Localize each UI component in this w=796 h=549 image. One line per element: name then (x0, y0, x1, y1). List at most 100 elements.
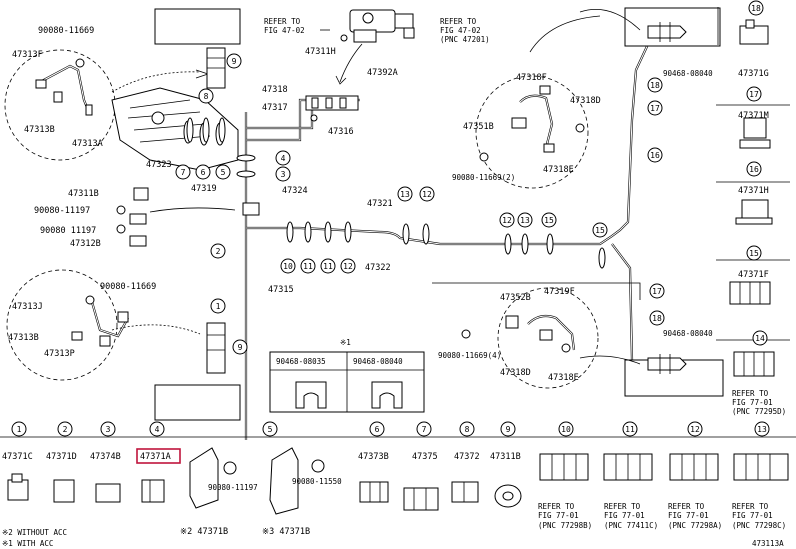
label-ref13-pnc: (PNC 77298C) (732, 521, 786, 530)
callout-2-main (210, 243, 226, 259)
label-ref14-pnc: (PNC 77295D) (732, 407, 786, 416)
label-47318D-a: 47318D (570, 96, 601, 106)
callout-9-row-text: 9 (506, 425, 511, 434)
callout-16-right (647, 147, 663, 163)
callout-9-top-text: 9 (232, 57, 237, 66)
brake-lines (244, 29, 651, 440)
arrow-line-top-right (579, 9, 641, 31)
label-90080-11669-4: 90080-11669(4) (438, 351, 501, 360)
callout-14-col (752, 330, 768, 346)
callout-18-right-b (649, 310, 665, 326)
label-90080-11669-a: 90080-11669 (38, 26, 94, 36)
callout-17-col-text: 17 (749, 90, 759, 99)
callout-13-row-text: 13 (757, 425, 767, 434)
callout-11-row-text: 11 (625, 425, 635, 434)
label-47313B-a: 47313B (24, 125, 55, 135)
label-90468-08040-a: 90468-08040 (663, 69, 713, 78)
callout-16-col-text: 16 (749, 165, 759, 174)
label-47313F: 47313F (12, 50, 43, 60)
label-ref11-refer: REFER TO (604, 502, 641, 511)
callout-5-main (215, 164, 231, 180)
label-refer-to-b: REFER TO (440, 17, 477, 26)
label-47311H: 47311H (305, 47, 336, 57)
callout-2-row (57, 421, 73, 437)
label-47321: 47321 (367, 199, 393, 209)
callout-18-col-text: 18 (751, 4, 761, 13)
label-47319: 47319 (191, 184, 217, 194)
callout-11-main (300, 258, 316, 274)
label-47313A: 47313A (72, 139, 103, 149)
callout-17-right-b (649, 283, 665, 299)
middle-clamps (286, 221, 606, 269)
label-90080-11197-a: 90080-11197 (34, 206, 90, 216)
master-cylinder-top (335, 9, 415, 85)
label-47371F: 47371F (738, 270, 769, 280)
label-90468-08040-b: 90468-08040 (663, 329, 713, 338)
callout-6-row-text: 6 (375, 425, 380, 434)
callout-5-row-text: 5 (268, 425, 273, 434)
callout-8-row-text: 8 (465, 425, 470, 434)
callout-10-row (558, 421, 574, 437)
right-column-parts (716, 7, 790, 377)
junction-bracket-top (206, 47, 226, 89)
callout-10-main-text: 10 (283, 262, 293, 271)
callout-10-row-text: 10 (561, 425, 571, 434)
label-90468-08035: 90468-08035 (276, 357, 326, 366)
callout-11-main-b-text: 11 (323, 262, 333, 271)
junction-bracket-bottom (206, 322, 226, 374)
label-47324: 47324 (282, 186, 308, 196)
callout-8-main-text: 8 (204, 92, 209, 101)
arrow-line-bottom-right (579, 355, 641, 365)
callout-1-main (210, 298, 226, 314)
rear-right-hose-group (432, 282, 641, 389)
callout-13-row (754, 421, 770, 437)
callout-12-row (687, 421, 703, 437)
label-47371B-b: ※3 47371B (262, 527, 310, 537)
label-47375: 47375 (412, 452, 438, 462)
callout-5-main-text: 5 (221, 168, 226, 177)
label-90080-11197-b: 90080 11197 (40, 226, 96, 236)
fitting-block (305, 95, 359, 122)
label-ref14-fig: FIG 77-01 (732, 398, 773, 407)
callout-18-right-text: 18 (650, 81, 660, 90)
callout-6-row (369, 421, 385, 437)
callout-12-right-text: 12 (502, 216, 512, 225)
lower-left-hose-group (6, 269, 201, 381)
callout-16-right-text: 16 (650, 151, 660, 160)
figure-code: 473113A (752, 539, 784, 548)
callout-15-right (592, 222, 608, 238)
callout-9-row (500, 421, 516, 437)
footnote-with-acc: ※1 WITH ACC (2, 539, 53, 548)
callout-12-right (499, 212, 515, 228)
callout-13-mid-text: 13 (400, 190, 410, 199)
label-ref10-refer: REFER TO (538, 502, 575, 511)
label-47371M: 47371M (738, 111, 769, 121)
label-47351B: 47351B (463, 122, 494, 132)
label-ref14-refer: REFER TO (732, 389, 769, 398)
callout-3-row-text: 3 (106, 425, 111, 434)
label-47318F: 47318F (516, 73, 547, 83)
label-47311B: 47311B (68, 189, 99, 199)
callout-14-col-text: 14 (755, 334, 765, 343)
callout-15-col (746, 245, 762, 261)
callout-17-right-b-text: 17 (652, 287, 662, 296)
callout-11-row (622, 421, 638, 437)
callout-16-col (746, 161, 762, 177)
label-fig-47-02-a: FIG 47-02 (264, 26, 305, 35)
upper-clamps (186, 117, 260, 216)
label-47322: 47322 (365, 263, 391, 273)
callout-6-main (195, 164, 211, 180)
callout-4-row-text: 4 (155, 425, 160, 434)
callout-9-bottom-text: 9 (238, 343, 243, 352)
callout-2-row-text: 2 (63, 425, 68, 434)
callout-12-mid (419, 186, 435, 202)
callout-9-bottom (232, 339, 248, 355)
label-47392A: 47392A (367, 68, 398, 78)
label-ref11-pnc: (PNC 77411C) (604, 521, 658, 530)
callout-8-row (459, 421, 475, 437)
selected-part-highlight[interactable] (136, 448, 181, 464)
label-47371H: 47371H (738, 186, 769, 196)
label-47313J: 47313J (12, 302, 43, 312)
callout-4-main-text: 4 (281, 154, 286, 163)
